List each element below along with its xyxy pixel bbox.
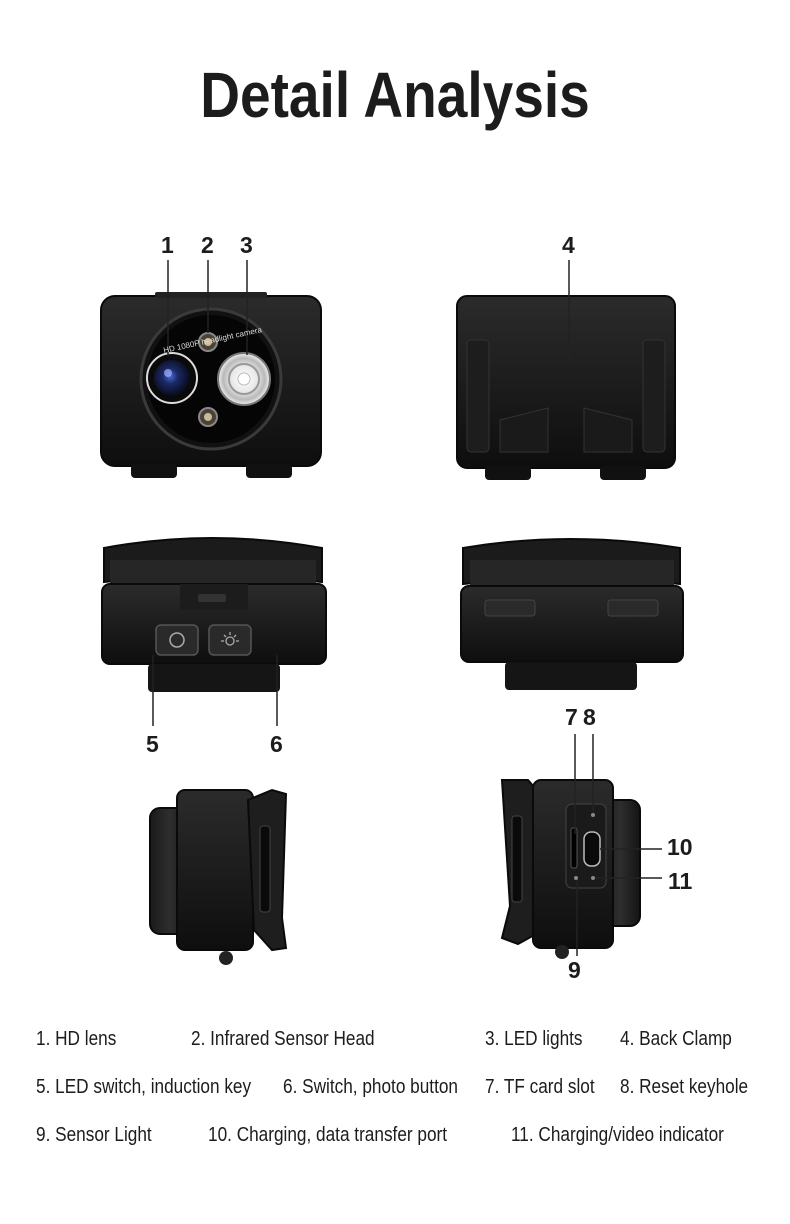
legend-item-4: 4. Back Clamp xyxy=(620,1028,732,1050)
legend-item-7: 7. TF card slot xyxy=(485,1076,595,1098)
sensor-light xyxy=(574,876,578,880)
legend-item-2: 2. Infrared Sensor Head xyxy=(191,1028,375,1050)
callout-7: 7 xyxy=(565,704,578,730)
back-view xyxy=(456,260,676,480)
page-title: Detail Analysis xyxy=(200,59,590,131)
legend-item-5: 5. LED switch, induction key xyxy=(36,1076,252,1098)
front-view xyxy=(100,260,322,478)
callout-1: 1 xyxy=(161,232,174,258)
callout-4: 4 xyxy=(562,232,575,258)
circle-icon xyxy=(169,632,185,648)
callout-6: 6 xyxy=(270,731,283,757)
tf-card-slot xyxy=(570,827,578,869)
legend-item-1: 1. HD lens xyxy=(36,1028,117,1050)
callout-10: 10 xyxy=(667,834,693,860)
legend-item-6: 6. Switch, photo button xyxy=(283,1076,458,1098)
reset-keyhole xyxy=(591,813,595,817)
callout-5: 5 xyxy=(146,731,159,757)
back-clamp xyxy=(456,295,676,469)
indicator-light xyxy=(591,876,595,880)
legend-item-8: 8. Reset keyhole xyxy=(620,1076,749,1098)
callout-2: 2 xyxy=(201,232,214,258)
usb-c-port-icon xyxy=(583,831,601,867)
top-view-buttons xyxy=(101,537,327,726)
side-view-left xyxy=(149,788,288,965)
legend-item-11: 11. Charging/video indicator xyxy=(511,1124,724,1146)
callout-8: 8 xyxy=(583,704,596,730)
top-view-clamp xyxy=(460,538,684,690)
side-view-right xyxy=(500,734,662,959)
legend-item-9: 9. Sensor Light xyxy=(36,1124,152,1146)
callout-9: 9 xyxy=(568,957,581,983)
photo-button xyxy=(208,624,252,656)
callout-11: 11 xyxy=(668,868,693,894)
sun-icon xyxy=(221,632,239,646)
legend-item-3: 3. LED lights xyxy=(485,1028,583,1050)
callout-3: 3 xyxy=(240,232,253,258)
led-switch-button xyxy=(155,624,199,656)
legend-item-10: 10. Charging, data transfer port xyxy=(208,1124,448,1146)
